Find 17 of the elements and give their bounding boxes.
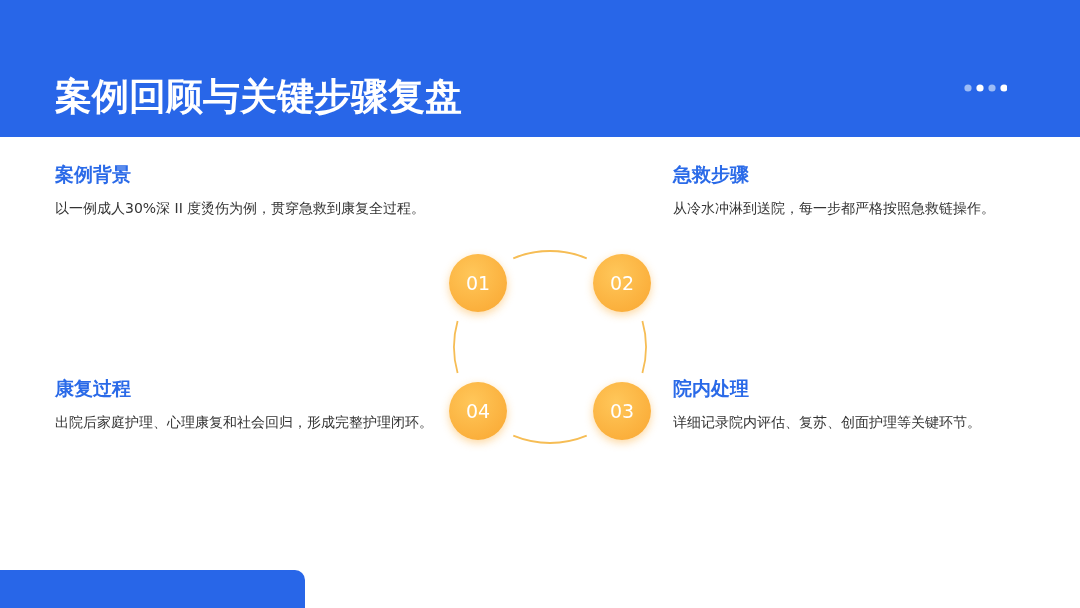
section-text: 以一例成人30%深 II 度烫伤为例，贯穿急救到康复全过程。: [55, 199, 427, 218]
slide-title: 案例回顾与关键步骤复盘: [55, 74, 462, 120]
section-text: 从冷水冲淋到送院，每一步都严格按照急救链操作。: [673, 199, 996, 218]
step-number-circle: 01: [449, 254, 507, 312]
step-number-circle: 04: [449, 382, 507, 440]
section-text: 出院后家庭护理、心理康复和社会回归，形成完整护理闭环。: [55, 413, 434, 432]
section-heading: 康复过程: [55, 376, 131, 401]
connector-arc: [512, 434, 588, 444]
connector-arc: [453, 320, 459, 374]
section-heading: 案例背景: [55, 162, 131, 187]
section-text: 详细记录院内评估、复苏、创面护理等关键环节。: [673, 413, 982, 432]
step-number-circle: 02: [593, 254, 651, 312]
section-heading: 急救步骤: [673, 162, 749, 187]
connector-arc: [641, 320, 647, 374]
connector-arc: [512, 250, 588, 260]
section-heading: 院内处理: [673, 376, 749, 401]
step-number-circle: 03: [593, 382, 651, 440]
